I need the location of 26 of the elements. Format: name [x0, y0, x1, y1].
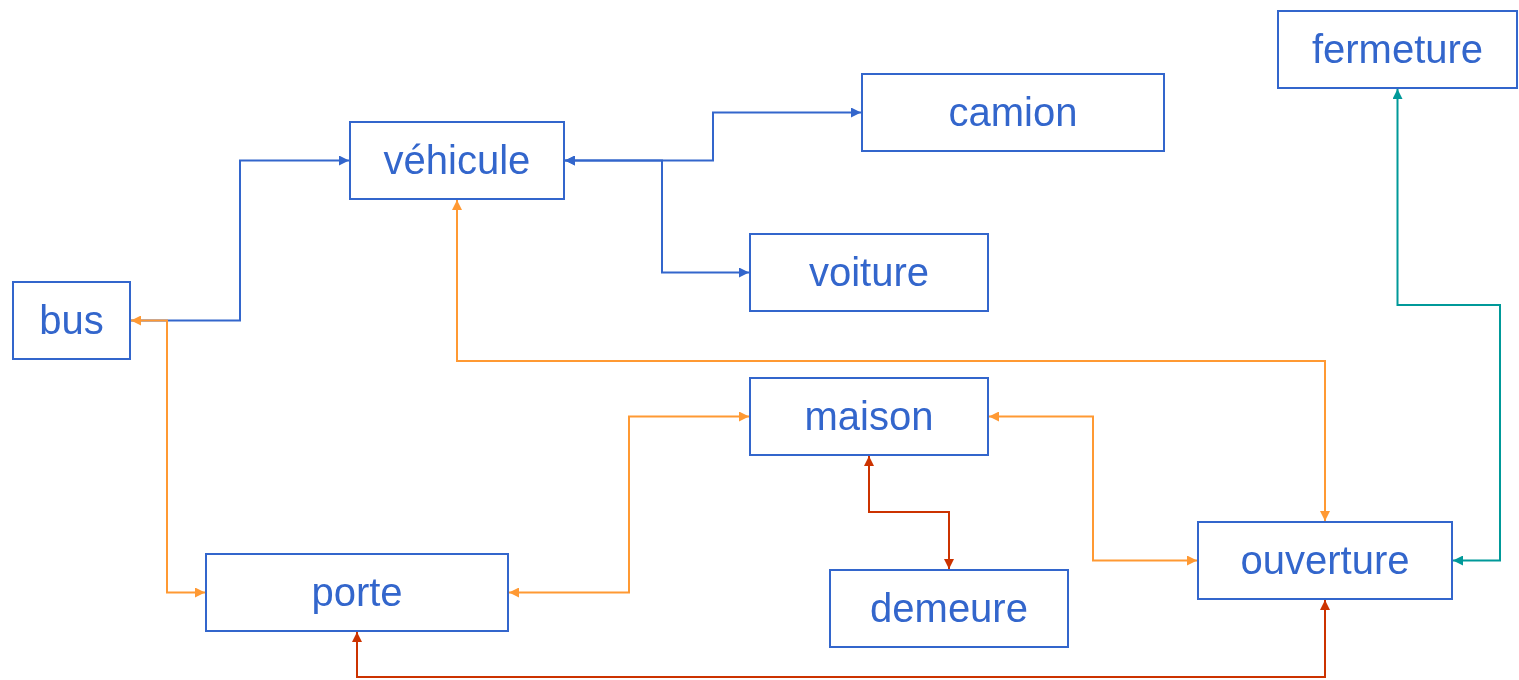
arrow [1392, 88, 1501, 566]
node-label: véhicule [383, 138, 531, 183]
arrow [452, 199, 1330, 522]
node-label: demeure [870, 586, 1028, 631]
node-label: voiture [808, 250, 930, 295]
node-label: fermeture [1311, 27, 1484, 72]
node-box [205, 553, 509, 632]
node-box [749, 377, 989, 456]
node-label: ouverture [1240, 538, 1410, 583]
node-label: maison [804, 394, 934, 439]
arrow [564, 107, 862, 166]
node-label: camion [948, 90, 1078, 135]
node-box [1277, 10, 1518, 89]
node-box [349, 121, 565, 200]
node-label: bus [39, 298, 104, 343]
node-box [12, 281, 131, 360]
arrow [130, 315, 206, 598]
node-label: porte [311, 570, 403, 615]
node-box [861, 73, 1165, 152]
arrow [508, 411, 750, 598]
node-box [1197, 521, 1453, 600]
arrow [352, 599, 1330, 678]
arrow [988, 411, 1198, 566]
node-box [749, 233, 989, 312]
arrow [864, 455, 954, 570]
node-box [829, 569, 1069, 648]
